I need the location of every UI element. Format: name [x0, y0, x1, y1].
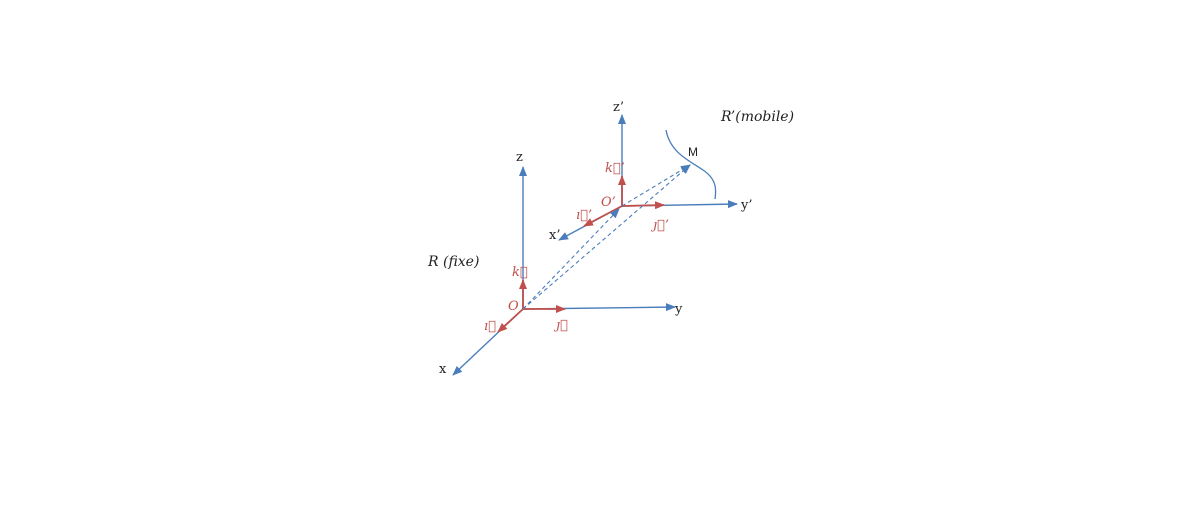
- fixed-z-label: z: [516, 150, 523, 165]
- vector-O-to-O-prime: [522, 208, 620, 310]
- fixed-y-label: y: [674, 302, 683, 317]
- fixed-j-label: ȷ⃗: [553, 318, 568, 333]
- fixed-frame-label: R (fixe): [427, 254, 479, 270]
- mobile-y-label: y’: [740, 198, 752, 213]
- fixed-origin-label: O: [508, 299, 519, 314]
- vector-O-to-M: [522, 164, 691, 310]
- point-M-label: M: [688, 145, 698, 159]
- fixed-unit-vectors: [497, 279, 566, 333]
- fixed-k-label: k⃗: [512, 265, 528, 280]
- mobile-j-label: ȷ⃗’: [650, 218, 669, 233]
- mobile-x-label: x’: [549, 228, 560, 243]
- mobile-unit-vectors: [583, 175, 665, 227]
- mobile-z-label: z’: [613, 100, 624, 115]
- mobile-origin-label: O’: [601, 195, 616, 210]
- vector-O-prime-to-M: [621, 164, 691, 207]
- fixed-i-vector: [497, 308, 524, 333]
- mobile-i-label: ı⃗’: [576, 208, 592, 223]
- trajectory-curve: [665, 129, 717, 200]
- mobile-k-label: k⃗’: [605, 161, 625, 176]
- mobile-frame-label: R’(mobile): [720, 109, 794, 125]
- position-vectors: [522, 164, 691, 310]
- fixed-x-label: x: [439, 362, 447, 377]
- mobile-j-vector: [621, 201, 665, 210]
- fixed-i-label: ı⃗: [484, 319, 496, 334]
- fixed-frame-axes: [452, 166, 676, 376]
